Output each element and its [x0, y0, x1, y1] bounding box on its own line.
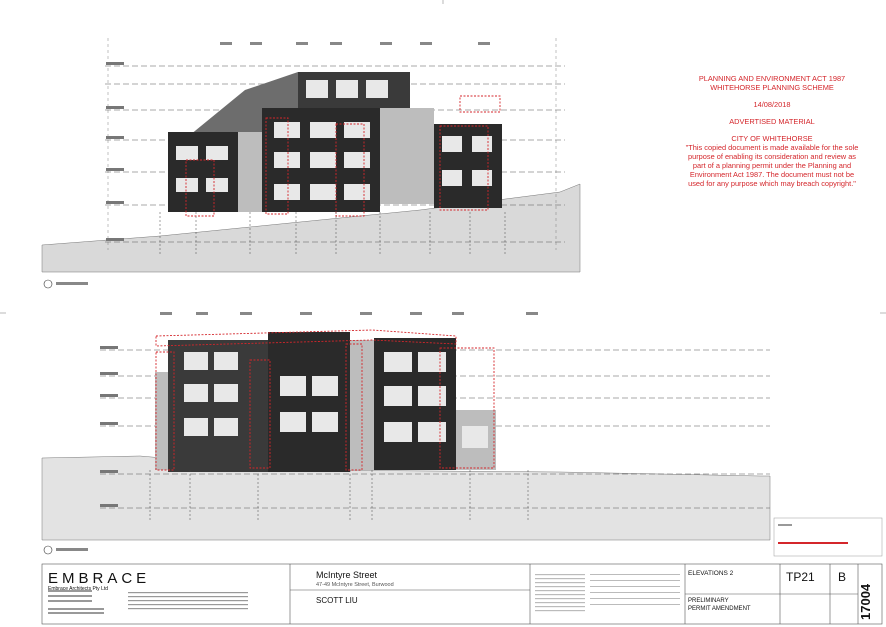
project-name: McIntyre Street: [316, 570, 378, 580]
revision: B: [838, 570, 847, 584]
stamp-notice-5: used for any purpose which may breach co…: [688, 179, 856, 188]
drawing-number: TP21: [786, 570, 815, 584]
project-number: 17004: [858, 583, 873, 620]
stamp-notice-3: part of a planning permit under the Plan…: [692, 161, 852, 170]
stamp-act: PLANNING AND ENVIRONMENT ACT 1987: [698, 74, 846, 83]
status-line-2: PERMIT AMENDMENT: [688, 606, 751, 612]
status-line-1: PRELIMINARY: [688, 598, 729, 604]
stamp-scheme: WHITEHORSE PLANNING SCHEME: [710, 83, 834, 92]
drawing-title: ELEVATIONS 2: [688, 570, 734, 577]
firm-logo: EMBRACE: [48, 570, 151, 587]
stamp-notice-1: "This copied document is made available …: [685, 143, 859, 152]
stamp-advertised: ADVERTISED MATERIAL: [729, 117, 815, 126]
title-block-frame: [41, 563, 883, 625]
stamp-council: CITY OF WHITEHORSE: [731, 134, 813, 143]
stamp-date: 14/08/2018: [753, 100, 791, 109]
client-name: SCOTT LIU: [316, 596, 358, 605]
north-elevation: [41, 38, 581, 289]
project-address: 47-49 McIntyre Street, Burwood: [316, 582, 394, 588]
firm-name: Embrace Architects Pty Ltd: [48, 586, 109, 592]
stamp-notice-2: purpose of enabling its consideration an…: [687, 152, 857, 161]
stamp-notice-4: Environment Act 1987. The document must …: [689, 170, 855, 179]
south-elevation: [41, 312, 771, 555]
advertised-material-stamp: PLANNING AND ENVIRONMENT ACT 1987 WHITEH…: [674, 74, 870, 188]
